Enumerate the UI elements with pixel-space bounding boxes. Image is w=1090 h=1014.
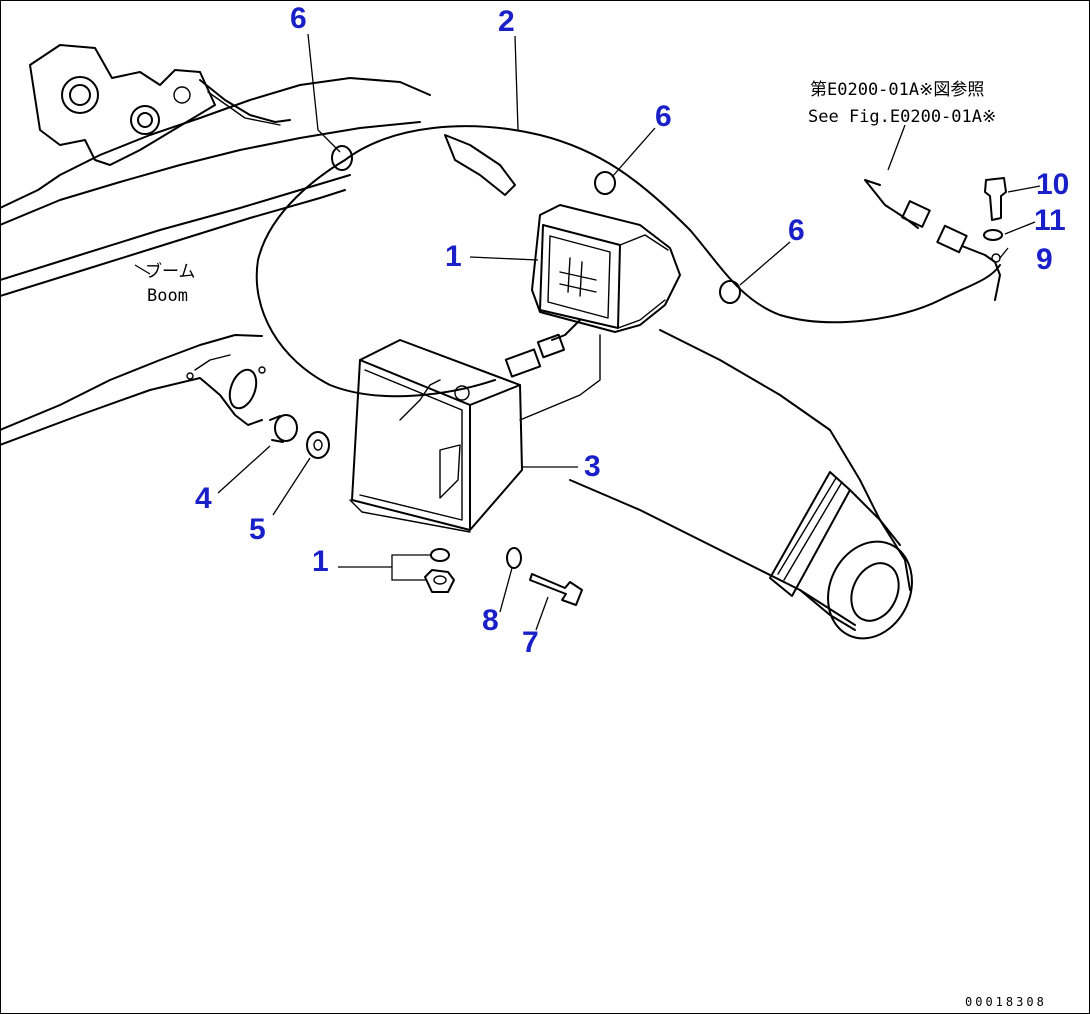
washer-11-icon: [983, 229, 1003, 241]
reference-note-english: See Fig.E0200-01A※: [808, 107, 996, 127]
callout-nut-washer: 1: [312, 545, 329, 578]
callout-clip-upper-right: 6: [655, 100, 672, 133]
callout-connector-9: 9: [1036, 243, 1053, 276]
callout-bolt-10: 10: [1036, 168, 1069, 201]
washer-5-icon: [306, 431, 330, 459]
callout-washer-11: 11: [1034, 204, 1066, 237]
callout-clip-right: 6: [788, 214, 805, 247]
spacer-icon: [274, 414, 298, 442]
callout-spacer: 4: [195, 482, 212, 515]
washer-8-icon: [506, 547, 522, 569]
lamp-case: [349, 339, 523, 533]
callout-clip-top: 6: [290, 2, 307, 35]
lamp: [504, 204, 681, 421]
callout-lamp-case: 3: [584, 450, 601, 483]
callout-washer-8: 8: [482, 604, 499, 637]
small-parts: [269, 177, 1007, 606]
labels: ブーム Boom 第E0200-01A※図参照 See Fig.E0200-01…: [145, 80, 1047, 1009]
bolt-10-icon: [984, 177, 1007, 221]
boom-label-japanese: ブーム: [145, 261, 196, 282]
nut-washer-icon: [430, 548, 450, 562]
clip-right-icon: [719, 280, 741, 304]
leader-lines: [134, 33, 1041, 631]
callout-wire-harness: 2: [498, 5, 515, 38]
callout-lamp: 1: [445, 240, 462, 273]
document-id: 00018308: [965, 995, 1047, 1009]
reference-note-japanese: 第E0200-01A※図参照: [810, 80, 984, 100]
wire-harness: [255, 125, 1001, 398]
boom-label-english: Boom: [147, 286, 188, 306]
clip-top-icon: [331, 145, 353, 171]
callout-washer-5: 5: [249, 513, 266, 546]
boom: [0, 44, 913, 640]
callout-bolt-7: 7: [522, 626, 539, 659]
clip-upper-right-icon: [594, 171, 616, 195]
bolt-7-icon: [529, 573, 583, 606]
callouts: 6 2 6 6 1 3 4 5 1 8 7 9 10 11: [195, 2, 1069, 659]
